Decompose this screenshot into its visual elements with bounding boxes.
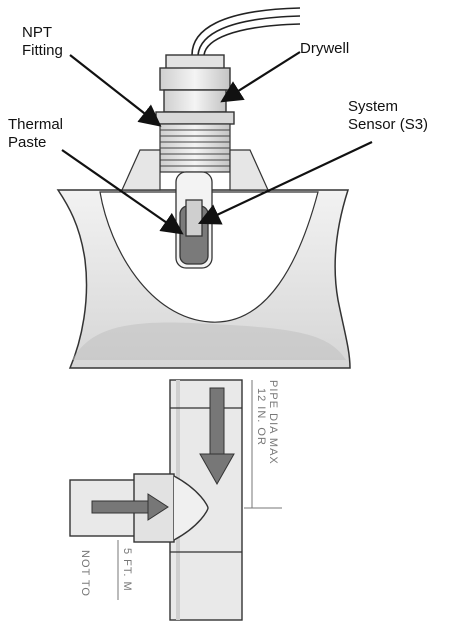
flow-arrow-down: [199, 387, 235, 486]
upper-dimension-label-1: 12 IN. OR: [255, 388, 267, 446]
arrow-npt-fitting: [69, 54, 162, 127]
label-npt-fitting-line2: Fitting: [22, 42, 63, 59]
bottom-note-label: NOT TO: [79, 550, 91, 597]
label-thermal-paste-line1: Thermal: [8, 116, 64, 133]
sensor-cable: [191, 7, 301, 56]
upper-dimension-label-2: PIPE DIA MAX: [267, 380, 279, 465]
dimension-lines: [117, 380, 282, 600]
label-drywell-text: Drywell: [300, 40, 350, 57]
arrow-drywell: [220, 51, 301, 103]
label-system-sensor-line1: System: [348, 98, 399, 115]
sensor-probe: [175, 171, 213, 269]
system-sensor-element: [185, 199, 203, 237]
flow-arrow-right: [91, 493, 169, 521]
label-drywell: Drywell: [300, 40, 349, 58]
arrow-thermal-paste: [61, 149, 184, 235]
callout-arrows: [61, 51, 373, 235]
label-npt-fitting-line1: NPT: [22, 24, 52, 41]
label-thermal-paste-line2: Paste: [8, 134, 47, 151]
label-npt-fitting: NPT Fitting: [22, 24, 63, 60]
tee-piping-sketch: 12 IN. OR PIPE DIA MAX 5 FT. M NOT TO: [69, 379, 282, 621]
label-system-sensor-line2: Sensor (S3): [348, 116, 429, 133]
label-system-sensor: System Sensor (S3): [348, 98, 428, 134]
pipe-cross-section: [56, 189, 351, 369]
pipe-shadow: [72, 322, 346, 360]
side-dimension-label: 5 FT. M: [121, 548, 133, 592]
arrow-system-sensor: [198, 141, 373, 225]
drywell-housing: [155, 54, 235, 125]
label-thermal-paste: Thermal Paste: [8, 116, 63, 152]
